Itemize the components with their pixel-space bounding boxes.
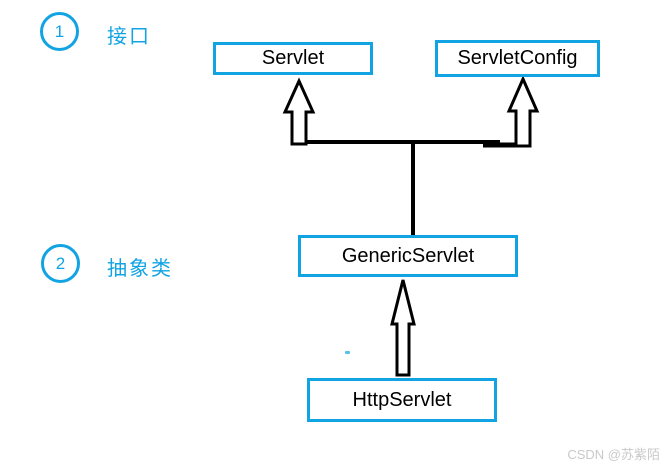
httpservlet-node-label: HttpServlet <box>352 388 452 411</box>
step-2-number: 2 <box>55 253 66 273</box>
servlet-node-label: Servlet <box>261 47 325 69</box>
servletconfig-node-label: ServletConfig <box>457 47 578 69</box>
arrow-to-servlet-icon <box>282 77 316 146</box>
genericservlet-node-label: GenericServlet <box>341 244 475 267</box>
step-1-number: 1 <box>54 21 65 41</box>
csdn-watermark: CSDN @苏紫陌 <box>567 447 660 462</box>
arrow-to-servletconfig-icon <box>506 75 540 148</box>
stray-mark <box>345 351 350 354</box>
step-2-badge: 2 <box>41 244 80 283</box>
step-1-badge: 1 <box>40 12 79 51</box>
servlet-node: Servlet <box>213 42 373 75</box>
servletconfig-node: ServletConfig <box>435 40 600 77</box>
abstract-class-legend-label: 抽象类 <box>107 258 173 280</box>
httpservlet-node: HttpServlet <box>307 378 497 422</box>
interface-legend-label: 接口 <box>107 26 151 48</box>
genericservlet-node: GenericServlet <box>298 235 518 277</box>
arrow-to-genericservlet-icon <box>390 279 416 377</box>
